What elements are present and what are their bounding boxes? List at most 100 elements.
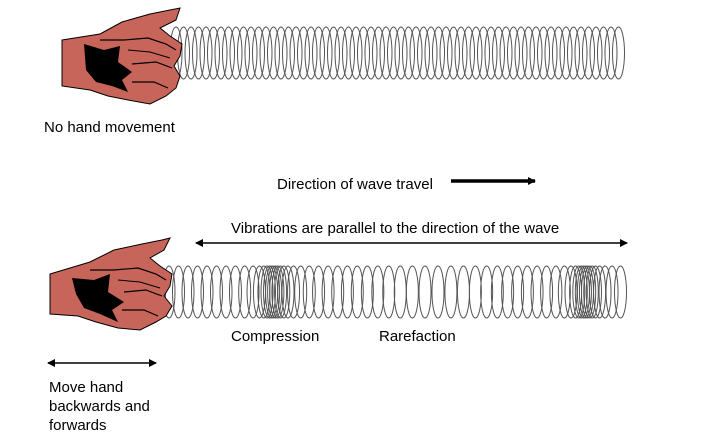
coil-loop	[589, 26, 603, 80]
coil-loop	[319, 26, 333, 80]
coil-loop	[282, 26, 295, 80]
coil-loop	[456, 265, 470, 319]
move-hand-label: Move hand backwards and forwards	[49, 378, 150, 435]
coil-loop	[572, 265, 586, 319]
no-hand-movement-label: No hand movement	[44, 119, 175, 136]
coil-loop	[409, 26, 423, 80]
coil-loop	[371, 265, 385, 319]
coil-loop	[597, 26, 610, 80]
coil-loop	[501, 265, 515, 319]
coil-loop	[364, 26, 378, 80]
hand-bottom-icon	[49, 237, 173, 331]
compression-label: Compression	[231, 328, 320, 345]
coil-loop	[454, 26, 468, 80]
coil-loop	[340, 265, 354, 319]
coil-loop	[468, 265, 482, 319]
coil-loop	[402, 26, 415, 80]
coil-loop	[492, 26, 505, 80]
coil-loop	[537, 26, 550, 80]
coil-loop	[172, 265, 185, 319]
coil-loop	[567, 26, 580, 80]
coil-loop	[360, 265, 374, 319]
coil-loop	[529, 26, 543, 80]
coil-loop	[294, 265, 308, 319]
coil-loop	[331, 265, 345, 319]
coil-loop	[350, 265, 364, 319]
coil-loop	[605, 265, 619, 319]
coil-loop	[237, 26, 250, 80]
coil-loop	[199, 26, 213, 80]
coil-loop	[598, 265, 612, 319]
coil-loop	[462, 26, 475, 80]
coil-loop	[499, 26, 513, 80]
coil-loop	[418, 265, 432, 319]
coil-loop	[530, 265, 544, 319]
coil-loop	[614, 265, 627, 319]
coil-loop	[557, 265, 571, 319]
coil-loop	[200, 265, 214, 319]
coil-loop	[559, 26, 573, 80]
coil-loop	[574, 26, 588, 80]
vibrations-note-label: Vibrations are parallel to the direction…	[231, 220, 560, 237]
spring-bottom	[143, 265, 627, 319]
coil-loop	[289, 26, 303, 80]
coil-loop	[267, 265, 281, 319]
coil-loop	[379, 26, 393, 80]
coil-loop	[191, 265, 204, 319]
coil-loop	[544, 26, 558, 80]
coil-loop	[444, 265, 458, 319]
coil-loop	[246, 265, 260, 319]
coil-loop	[219, 265, 233, 319]
hand-top-icon	[61, 7, 183, 105]
coil-loop	[214, 26, 228, 80]
coil-loop	[260, 265, 274, 319]
coil-loop	[312, 265, 326, 319]
coil-loop	[394, 26, 408, 80]
coil-loop	[297, 26, 310, 80]
coil-loop	[357, 26, 370, 80]
coil-loop	[349, 26, 363, 80]
coil-loop	[244, 26, 258, 80]
move-hand-line-2: backwards and	[49, 398, 150, 415]
coil-loop	[210, 265, 223, 319]
coil-loop	[520, 265, 534, 319]
coil-loop	[540, 265, 554, 319]
coil-loop	[552, 26, 565, 80]
coil-loop	[267, 26, 280, 80]
coil-loop	[574, 265, 588, 319]
coil-loop	[514, 26, 528, 80]
spring-top	[169, 26, 625, 80]
rarefaction-label: Rarefaction	[379, 328, 456, 345]
coil-loop	[549, 265, 563, 319]
coil-loop	[405, 265, 419, 319]
coil-loop	[589, 265, 602, 319]
coil-loop	[207, 26, 220, 80]
coil-loop	[274, 26, 288, 80]
coil-loop	[287, 265, 301, 319]
coil-loop	[387, 26, 400, 80]
coil-loop	[277, 265, 291, 319]
coil-loop	[439, 26, 453, 80]
coil-loop	[281, 265, 295, 319]
coil-loop	[578, 265, 592, 319]
move-hand-line-1: Move hand	[49, 379, 124, 396]
coil-loop	[192, 26, 205, 80]
coil-loop	[447, 26, 460, 80]
coil-loop	[612, 26, 625, 80]
coil-loop	[327, 26, 340, 80]
coil-loop	[259, 26, 273, 80]
coil-loop	[181, 265, 195, 319]
coil-loop	[511, 265, 525, 319]
coil-loop	[477, 26, 490, 80]
coil-loop	[184, 26, 198, 80]
coil-loop	[507, 26, 520, 80]
coil-loop	[334, 26, 348, 80]
coil-loop	[469, 26, 483, 80]
coil-loop	[271, 265, 285, 319]
coil-loop	[424, 26, 438, 80]
coil-loop	[304, 26, 318, 80]
coil-loop	[490, 265, 504, 319]
move-hand-line-3: forwards	[49, 417, 107, 434]
